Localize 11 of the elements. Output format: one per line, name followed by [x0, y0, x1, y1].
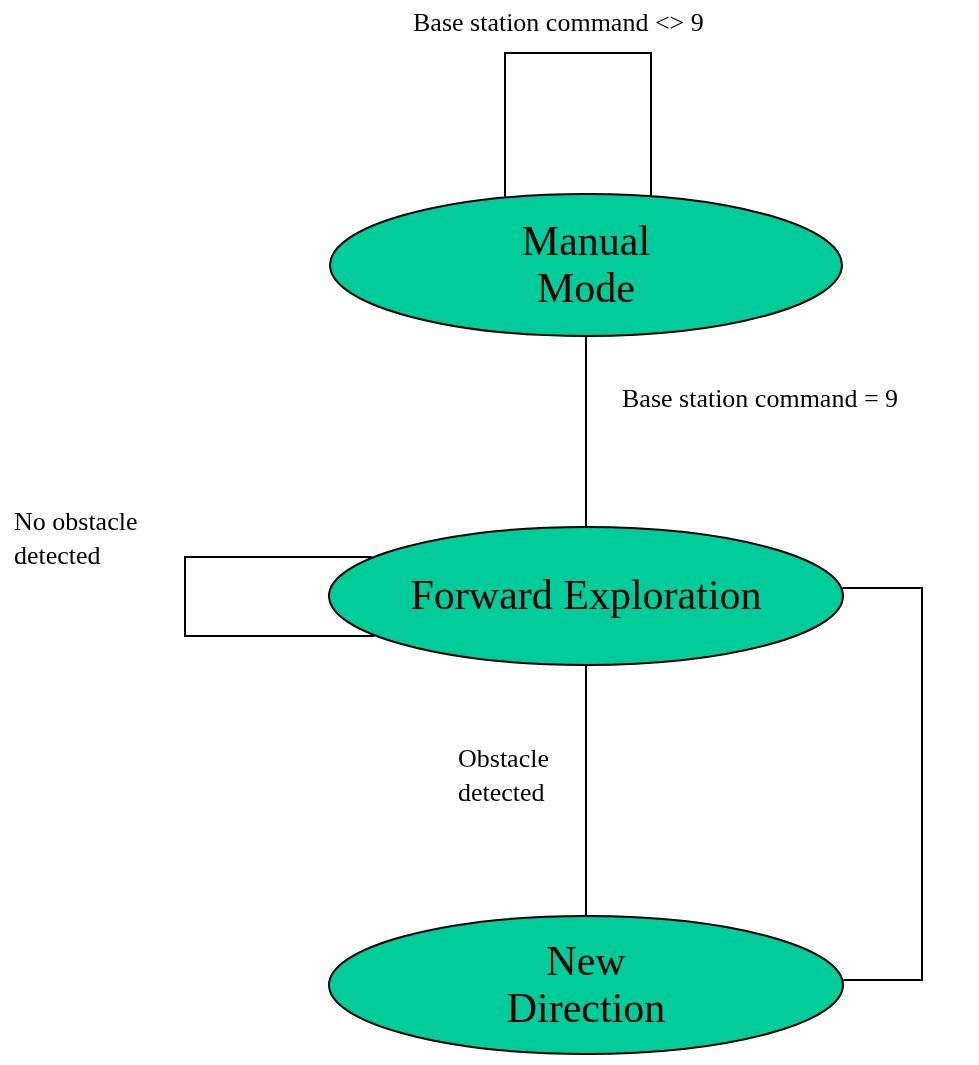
connector-line [585, 336, 587, 527]
connector-line [184, 556, 376, 637]
state-label: Forward Exploration [410, 572, 762, 620]
state-ellipse [328, 915, 844, 1055]
state-label: New Direction [505, 937, 667, 1033]
connector-line [841, 587, 923, 981]
state-ellipse [328, 526, 844, 666]
state-label: Manual Mode [520, 217, 652, 313]
connector-line [504, 52, 652, 198]
state-ellipse [329, 193, 843, 337]
connector-line [585, 665, 587, 916]
